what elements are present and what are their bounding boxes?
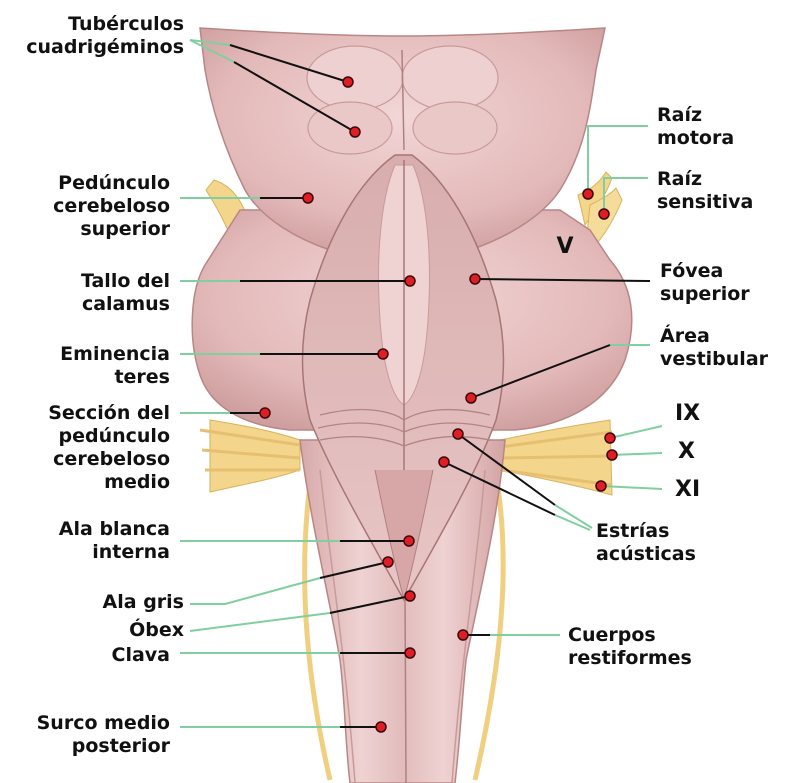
dot-tuberculos-inferior [350, 127, 360, 137]
label-clava: Clava [112, 644, 170, 667]
label-estrias: Estrías acústicas [596, 520, 696, 566]
dot-xi [596, 481, 606, 491]
label-raiz-motora: Raíz motora [657, 104, 734, 150]
right-nerve-strand-2 [500, 456, 612, 458]
dot-ix [605, 433, 615, 443]
label-fovea: Fóvea superior [660, 260, 750, 306]
label-xi: XI [675, 478, 700, 501]
leader-x [612, 453, 662, 455]
label-ala-blanca: Ala blanca interna [59, 518, 170, 564]
dot-raiz-motora [583, 189, 593, 199]
label-seccion: Sección del pedúnculo cerebeloso medio [48, 402, 170, 494]
dot-area [466, 393, 476, 403]
dot-tallo [405, 276, 415, 286]
dot-tuberculos-superior [343, 77, 353, 87]
dot-clava [405, 648, 415, 658]
dot-fovea [470, 274, 480, 284]
label-obex: Óbex [129, 619, 184, 642]
leader-ix [610, 426, 662, 438]
label-tuberculos: Tubérculos cuadrigéminos [26, 13, 184, 59]
dot-eminencia [378, 349, 388, 359]
dot-pedunculo [303, 193, 313, 203]
label-ala-gris: Ala gris [103, 591, 184, 614]
dot-surco [376, 722, 386, 732]
label-raiz-sensitiva: Raíz sensitiva [657, 168, 753, 214]
nerve-v-marker: V [556, 234, 573, 259]
right-inferior-colliculus [413, 102, 497, 154]
label-area: Área vestibular [660, 325, 768, 371]
dot-x [607, 450, 617, 460]
label-surco: Surco medio posterior [37, 712, 170, 758]
dot-seccion [260, 408, 270, 418]
label-x: X [678, 440, 695, 463]
label-ix: IX [675, 402, 700, 425]
dot-estrias-2 [439, 457, 449, 467]
midline-sulcus [405, 590, 406, 783]
label-eminencia: Eminencia teres [60, 343, 170, 389]
leader-ala-gris [190, 578, 320, 604]
label-pedunculo-superior: Pedúnculo cerebeloso superior [53, 172, 170, 241]
label-tallo: Tallo del calamus [81, 270, 170, 316]
dot-raiz-sensitiva [599, 209, 609, 219]
label-cuerpos: Cuerpos restiformes [568, 624, 692, 670]
left-superior-colliculus [307, 46, 403, 110]
dot-cuerpos [458, 630, 468, 640]
dot-ala-gris [383, 557, 393, 567]
dot-estrias-1 [453, 429, 463, 439]
dot-obex [405, 591, 415, 601]
right-superior-colliculus [402, 46, 498, 110]
dot-ala-blanca [404, 536, 414, 546]
